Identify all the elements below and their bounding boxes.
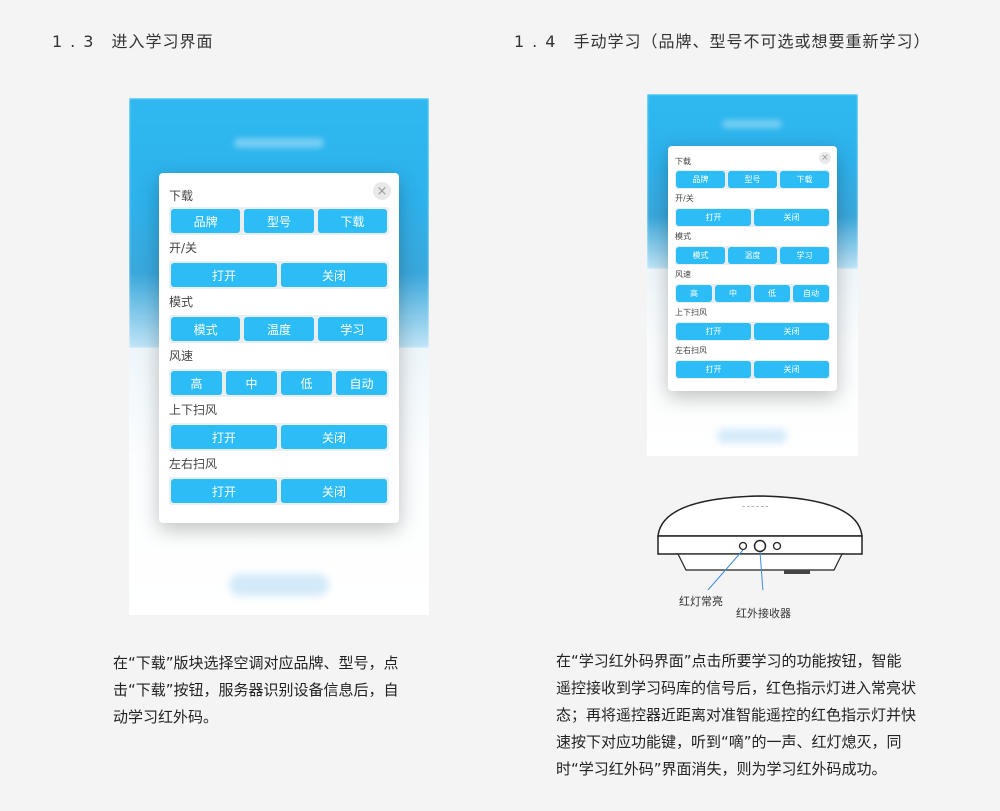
close-icon[interactable]: × <box>819 152 831 164</box>
button-row-power: 打开 关闭 <box>169 261 389 289</box>
description-line: 速按下对应功能键，听到“嘀”的一声、红灯熄灭，同 <box>556 733 902 751</box>
power-on-button[interactable]: 打开 <box>676 209 751 226</box>
vertical-swing-on-button[interactable]: 打开 <box>676 323 751 340</box>
group-label-download: 下载 <box>169 189 194 203</box>
model-button[interactable]: 型号 <box>728 171 777 188</box>
group-label-vertical-swing: 上下扫风 <box>675 308 707 317</box>
learning-dialog: × 下载 品牌 型号 下载 开/关 打开 关闭 模式 模式 温度 学习 风速 高… <box>668 146 837 391</box>
button-row-download: 品牌 型号 下载 <box>169 207 389 235</box>
fan-high-button[interactable]: 高 <box>171 371 222 395</box>
description-line: 在“学习红外码界面”点击所要学习的功能按钮，智能 <box>556 652 902 670</box>
blurred-bottom-button <box>229 574 329 596</box>
close-icon[interactable]: × <box>373 182 391 200</box>
description-line: 在“下载”版块选择空调对应品牌、型号，点 <box>113 654 399 672</box>
horizontal-swing-off-button[interactable]: 关闭 <box>754 361 829 378</box>
fan-auto-button[interactable]: 自动 <box>336 371 387 395</box>
vertical-swing-off-button[interactable]: 关闭 <box>754 323 829 340</box>
description-line: 遥控接收到学习码库的信号后，红色指示灯进入常亮状 <box>556 679 917 697</box>
group-label-power: 开/关 <box>675 194 694 203</box>
button-row-fan-speed: 高 中 低 自动 <box>675 284 830 303</box>
brand-button[interactable]: 品牌 <box>676 171 725 188</box>
phone-screenshot-left: × 下载 品牌 型号 下载 开/关 打开 关闭 模式 模式 温度 学习 风速 高… <box>129 98 429 615</box>
section-heading-1-4: 1.4 手动学习（品牌、型号不可选或想要重新学习） <box>514 28 930 52</box>
fan-low-button[interactable]: 低 <box>281 371 332 395</box>
button-row-vertical-swing: 打开 关闭 <box>675 322 830 341</box>
label-ir-receiver: 红外接收器 <box>736 607 791 620</box>
group-label-horizontal-swing: 左右扫风 <box>169 457 218 471</box>
description-1-3: 在“下载”版块选择空调对应品牌、型号，点 击“下载”按钮，服务器识别设备信息后，… <box>113 650 399 731</box>
power-on-button[interactable]: 打开 <box>171 263 277 287</box>
temperature-button[interactable]: 温度 <box>728 247 777 264</box>
red-light-indicator-icon <box>738 541 748 551</box>
arrow-ir-receiver <box>759 551 764 590</box>
vertical-swing-on-button[interactable]: 打开 <box>171 425 277 449</box>
horizontal-swing-off-button[interactable]: 关闭 <box>281 479 387 503</box>
group-label-fan-speed: 风速 <box>169 349 194 363</box>
button-row-power: 打开 关闭 <box>675 208 830 227</box>
horizontal-swing-on-button[interactable]: 打开 <box>676 361 751 378</box>
horizontal-swing-on-button[interactable]: 打开 <box>171 479 277 503</box>
model-button[interactable]: 型号 <box>244 209 314 233</box>
fan-auto-button[interactable]: 自动 <box>793 285 829 302</box>
group-label-horizontal-swing: 左右扫风 <box>675 346 707 355</box>
button-row-horizontal-swing: 打开 关闭 <box>675 360 830 379</box>
group-label-fan-speed: 风速 <box>675 270 691 279</box>
mode-button[interactable]: 模式 <box>171 317 241 341</box>
group-label-download: 下载 <box>675 157 691 166</box>
brand-button[interactable]: 品牌 <box>171 209 241 233</box>
section-number: 1.4 <box>514 32 564 51</box>
group-label-power: 开/关 <box>169 241 198 255</box>
vertical-swing-off-button[interactable]: 关闭 <box>281 425 387 449</box>
temperature-button[interactable]: 温度 <box>244 317 314 341</box>
description-line: 时“学习红外码”界面消失，则为学习红外码成功。 <box>556 760 887 778</box>
ir-receiver-icon <box>753 539 767 553</box>
button-row-mode: 模式 温度 学习 <box>169 315 389 343</box>
device-base <box>677 553 843 571</box>
button-row-fan-speed: 高 中 低 自动 <box>169 369 389 397</box>
section-title: 手动学习（品牌、型号不可选或想要重新学习） <box>573 32 931 51</box>
description-1-4: 在“学习红外码界面”点击所要学习的功能按钮，智能 遥控接收到学习码库的信号后，红… <box>556 648 916 783</box>
group-label-mode: 模式 <box>169 295 194 309</box>
button-row-mode: 模式 温度 学习 <box>675 246 830 265</box>
device-dome <box>657 495 863 537</box>
device-engraving: ~ ~ ~ ~ ~ ~ <box>742 504 768 509</box>
learn-button[interactable]: 学习 <box>780 247 829 264</box>
fan-low-button[interactable]: 低 <box>754 285 790 302</box>
button-row-horizontal-swing: 打开 关闭 <box>169 477 389 505</box>
blurred-title <box>234 138 324 148</box>
section-heading-1-3: 1.3 进入学习界面 <box>52 28 213 52</box>
group-label-vertical-swing: 上下扫风 <box>169 403 218 417</box>
phone-screenshot-right: × 下载 品牌 型号 下载 开/关 打开 关闭 模式 模式 温度 学习 风速 高… <box>647 94 858 456</box>
learning-dialog: × 下载 品牌 型号 下载 开/关 打开 关闭 模式 模式 温度 学习 风速 高… <box>159 173 399 523</box>
description-line: 动学习红外码。 <box>113 708 219 726</box>
learn-button[interactable]: 学习 <box>317 317 387 341</box>
description-line: 态；再将遥控器近距离对准智能遥控的红色指示灯并快 <box>556 706 917 724</box>
fan-high-button[interactable]: 高 <box>676 285 712 302</box>
button-row-vertical-swing: 打开 关闭 <box>169 423 389 451</box>
indicator-light-icon <box>772 541 782 551</box>
label-red-light-on: 红灯常亮 <box>679 595 723 608</box>
fan-medium-button[interactable]: 中 <box>226 371 277 395</box>
blurred-title <box>722 120 782 128</box>
download-button[interactable]: 下载 <box>780 171 829 188</box>
device-foot <box>784 570 810 574</box>
fan-medium-button[interactable]: 中 <box>715 285 751 302</box>
description-line: 击“下载”按钮，服务器识别设备信息后，自 <box>113 681 399 699</box>
button-row-download: 品牌 型号 下载 <box>675 170 830 189</box>
arrow-red-light <box>707 549 744 590</box>
power-off-button[interactable]: 关闭 <box>281 263 387 287</box>
mode-button[interactable]: 模式 <box>676 247 725 264</box>
smart-remote-device-illustration: ~ ~ ~ ~ ~ ~ <box>657 495 863 590</box>
power-off-button[interactable]: 关闭 <box>754 209 829 226</box>
section-title: 进入学习界面 <box>111 32 214 51</box>
group-label-mode: 模式 <box>675 232 691 241</box>
blurred-bottom-button <box>717 429 787 443</box>
section-number: 1.3 <box>52 32 102 51</box>
download-button[interactable]: 下载 <box>317 209 387 233</box>
